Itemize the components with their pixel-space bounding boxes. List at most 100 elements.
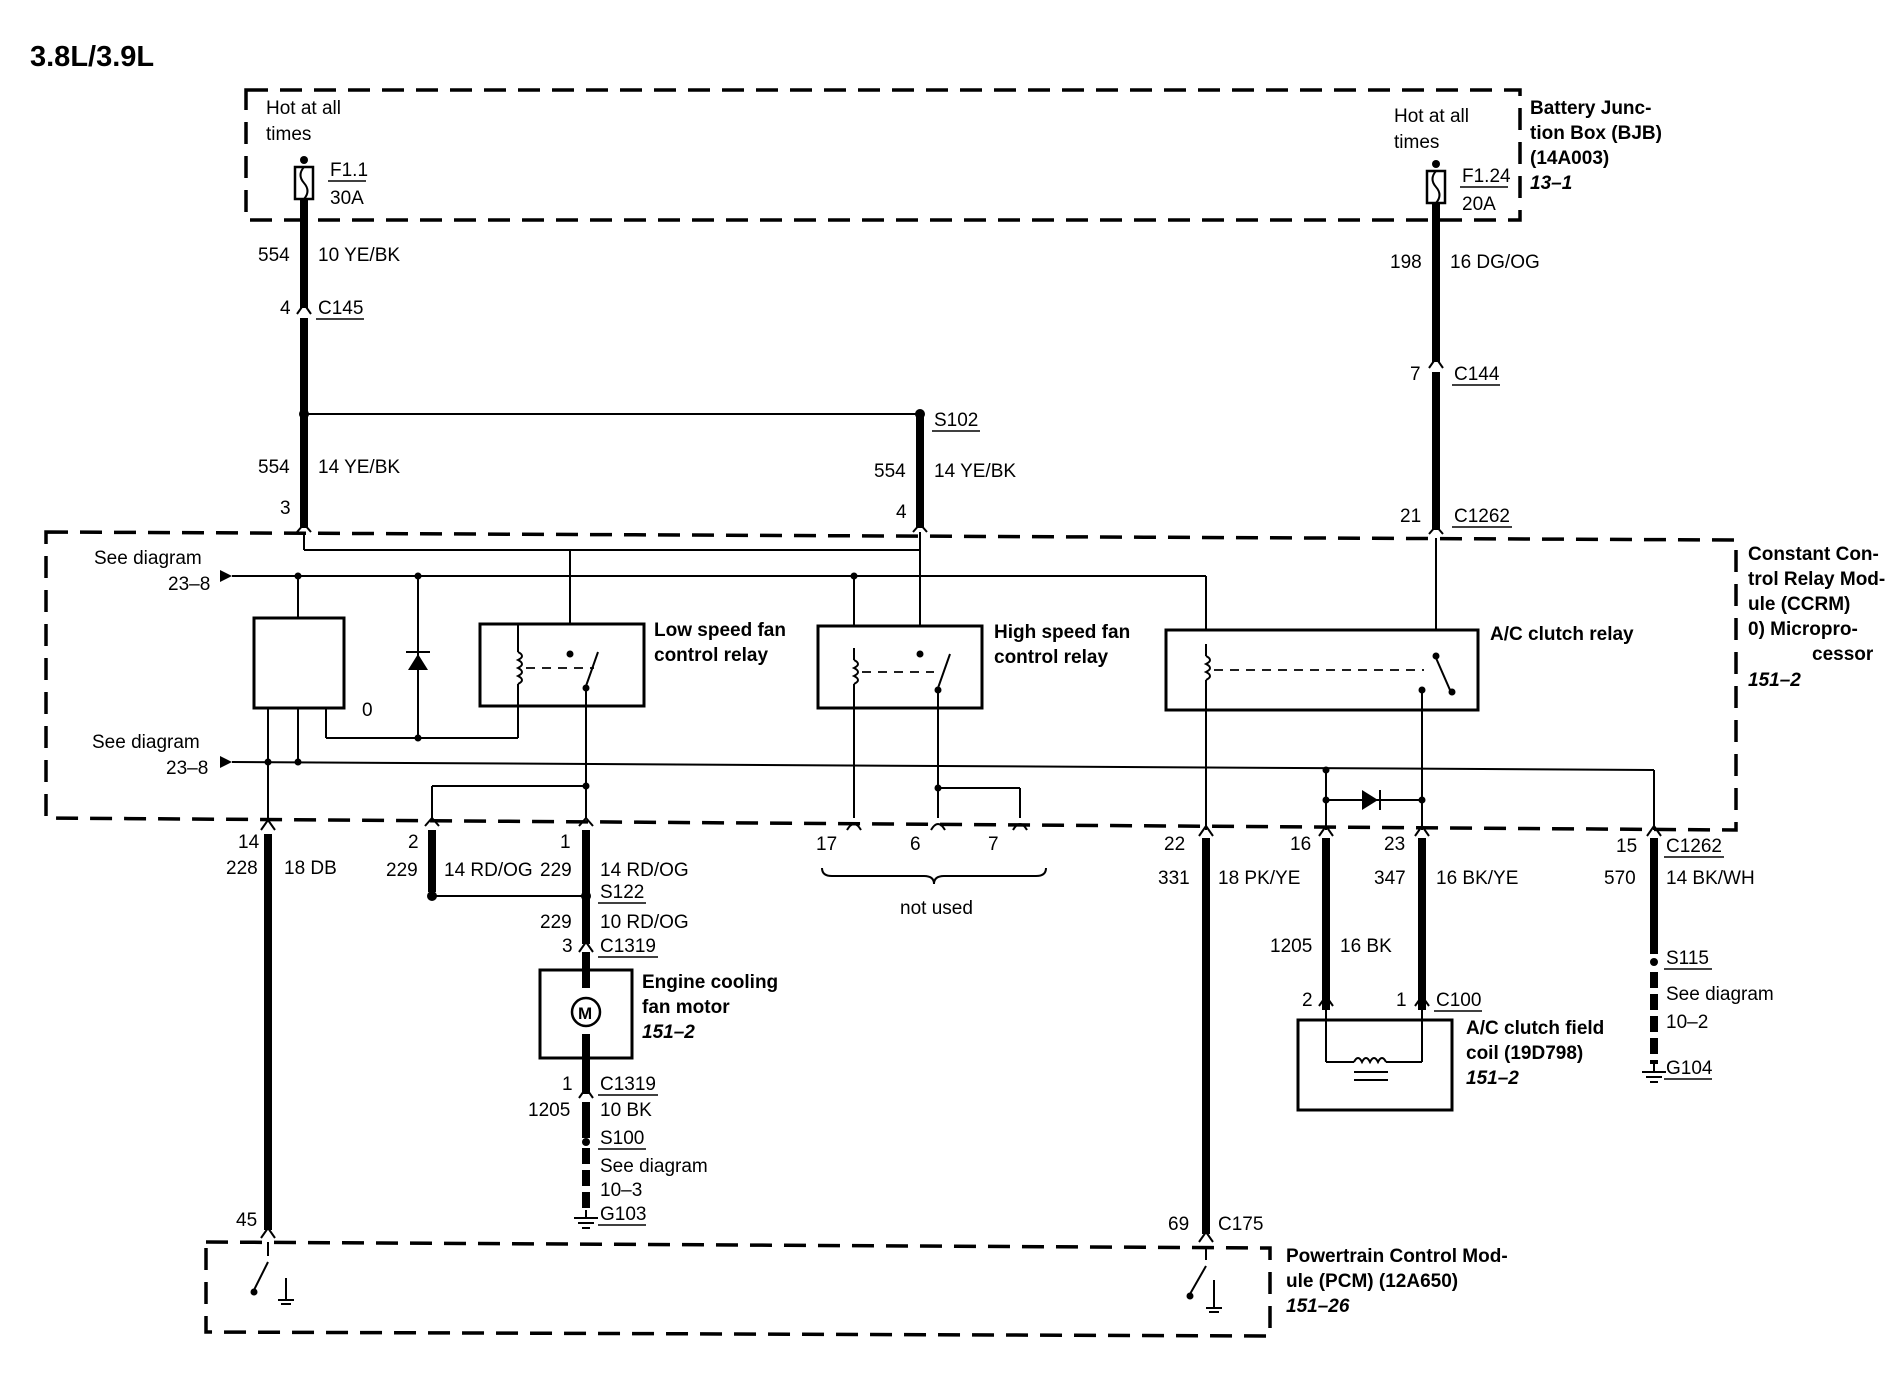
pcm-ref: 151–26 (1286, 1296, 1350, 1317)
bjb-ref: 13–1 (1530, 173, 1572, 194)
wire-554b-spec: 14 YE/BK (318, 457, 400, 478)
bjb-name-3: (14A003) (1530, 148, 1609, 169)
s115-name: S115 (1666, 948, 1709, 969)
pin-16: 16 (1290, 834, 1311, 855)
relay-low-label-1: Low speed fan (654, 620, 786, 641)
pcm-name-1: Powertrain Control Mod- (1286, 1246, 1508, 1267)
ccrm-module: Constant Con- trol Relay Mod- ule (CCRM)… (44, 530, 1885, 832)
see-diagram-2-ref: 23–8 (166, 758, 208, 779)
hot-label-left-2: times (266, 124, 311, 145)
c1319-top-name: C1319 (600, 936, 656, 957)
wire-1205a-circuit: 1205 (528, 1100, 570, 1121)
wire-229b-circuit: 229 (540, 860, 572, 881)
see-diagram-1-ref: 23–8 (168, 574, 210, 595)
bjb-name-1: Battery Junc- (1530, 98, 1651, 119)
relay-ac-label: A/C clutch relay (1490, 624, 1634, 645)
ccrm-name-4: 0) Micropro- (1748, 619, 1858, 640)
pin-1: 1 (560, 832, 571, 853)
pin-14: 14 (238, 832, 260, 853)
wire-229a-spec: 14 RD/OG (444, 860, 533, 881)
g104-name: G104 (1666, 1058, 1713, 1079)
not-used-label: not used (900, 898, 973, 919)
c1319-pin-3: 3 (562, 936, 573, 957)
ccrm-zero: 0 (362, 700, 373, 721)
relay-high-label-2: control relay (994, 647, 1108, 668)
fuse-f1-24-id: F1.24 (1462, 166, 1511, 187)
wire-554c-circuit: 554 (874, 461, 906, 482)
motor-name-2: fan motor (642, 997, 730, 1018)
ccrm-name-3: ule (CCRM) (1748, 594, 1850, 615)
c100-pin-1: 1 (1396, 990, 1407, 1011)
bjb-name-2: tion Box (BJB) (1530, 123, 1662, 144)
fuse-f1-1-id: F1.1 (330, 160, 368, 181)
c144-pin: 7 (1410, 364, 1421, 385)
s100-name: S100 (600, 1128, 644, 1149)
c175-pin-69: 69 (1168, 1214, 1189, 1235)
see-diagram-1: See diagram (94, 548, 202, 569)
relay-low-label-2: control relay (654, 645, 768, 666)
fuse-f1-24-rating: 20A (1462, 194, 1496, 215)
wire-331-circuit: 331 (1158, 868, 1190, 889)
fuse-f1-1-rating: 30A (330, 188, 364, 209)
s115-see-ref: 10–2 (1666, 1012, 1708, 1033)
c100-pin-2: 2 (1302, 990, 1313, 1011)
ground-icon (1642, 1064, 1666, 1083)
ccrm-name-2: trol Relay Mod- (1748, 569, 1885, 590)
clutch-name-1: A/C clutch field (1466, 1018, 1604, 1039)
pin-6: 6 (910, 834, 921, 855)
pcm-name-2: ule (PCM) (12A650) (1286, 1271, 1458, 1292)
wire-1205b-circuit: 1205 (1270, 936, 1312, 957)
c1319-pin-1: 1 (562, 1074, 573, 1095)
fuse-icon (293, 156, 315, 201)
wire-554b-circuit: 554 (258, 457, 290, 478)
wire-554c-spec: 14 YE/BK (934, 461, 1016, 482)
c1262-21-name: C1262 (1454, 506, 1510, 527)
diode-icon (1362, 790, 1381, 810)
s100-see-ref: 10–3 (600, 1180, 642, 1201)
wire-554-feed (296, 200, 920, 528)
wire-229c-circuit: 229 (540, 912, 572, 933)
c100-name: C100 (1436, 990, 1481, 1011)
battery-junction-box: Hot at all times Hot at all times Batter… (244, 88, 1662, 222)
c1319-bottom-name: C1319 (600, 1074, 656, 1095)
wire-570-spec: 14 BK/WH (1666, 868, 1755, 889)
pin-7: 7 (988, 834, 999, 855)
motor-ref: 151–2 (642, 1022, 695, 1043)
not-used-brace (821, 867, 1047, 885)
wire-554-branch (912, 409, 928, 533)
wire-198-spec: 16 DG/OG (1450, 252, 1540, 273)
ac-clutch-coil (1296, 1010, 1454, 1112)
c1262-pin-3: 3 (280, 498, 291, 519)
wire-229b-spec: 14 RD/OG (600, 860, 689, 881)
hot-label-left-1: Hot at all (266, 98, 341, 119)
ccrm-name-5: cessor (1812, 644, 1874, 665)
wire-347-spec: 16 BK/YE (1436, 868, 1518, 889)
c175-pin-45: 45 (236, 1210, 257, 1231)
pcm-module: Powertrain Control Mod- ule (PCM) (12A65… (204, 1226, 1508, 1338)
pin-15: 15 (1616, 836, 1637, 857)
wire-1205b-spec: 16 BK (1340, 936, 1392, 957)
wire-347-circuit: 347 (1374, 868, 1406, 889)
ccrm-ref: 151–2 (1748, 670, 1801, 691)
wire-554-spec: 10 YE/BK (318, 245, 400, 266)
ccrm-name-1: Constant Con- (1748, 544, 1879, 565)
c1262-pin-4: 4 (896, 502, 907, 523)
s100-see: See diagram (600, 1156, 708, 1177)
diode-icon (406, 651, 430, 670)
pin-17: 17 (816, 834, 837, 855)
pin-2: 2 (408, 832, 419, 853)
diagram-title: 3.8L/3.9L (30, 41, 154, 73)
c144-name: C144 (1454, 364, 1500, 385)
hot-label-right-1: Hot at all (1394, 106, 1469, 127)
connector-pins-bottom (260, 816, 1662, 837)
see-diagram-2: See diagram (92, 732, 200, 753)
wire-331-spec: 18 PK/YE (1218, 868, 1300, 889)
relay-high-label-1: High speed fan (994, 622, 1130, 643)
clutch-ref: 151–2 (1466, 1068, 1519, 1089)
wire-228-spec: 18 DB (284, 858, 337, 879)
wire-229a-circuit: 229 (386, 860, 418, 881)
c1262-pin-21: 21 (1400, 506, 1421, 527)
s122-name: S122 (600, 882, 644, 903)
wire-554-circuit: 554 (258, 245, 290, 266)
